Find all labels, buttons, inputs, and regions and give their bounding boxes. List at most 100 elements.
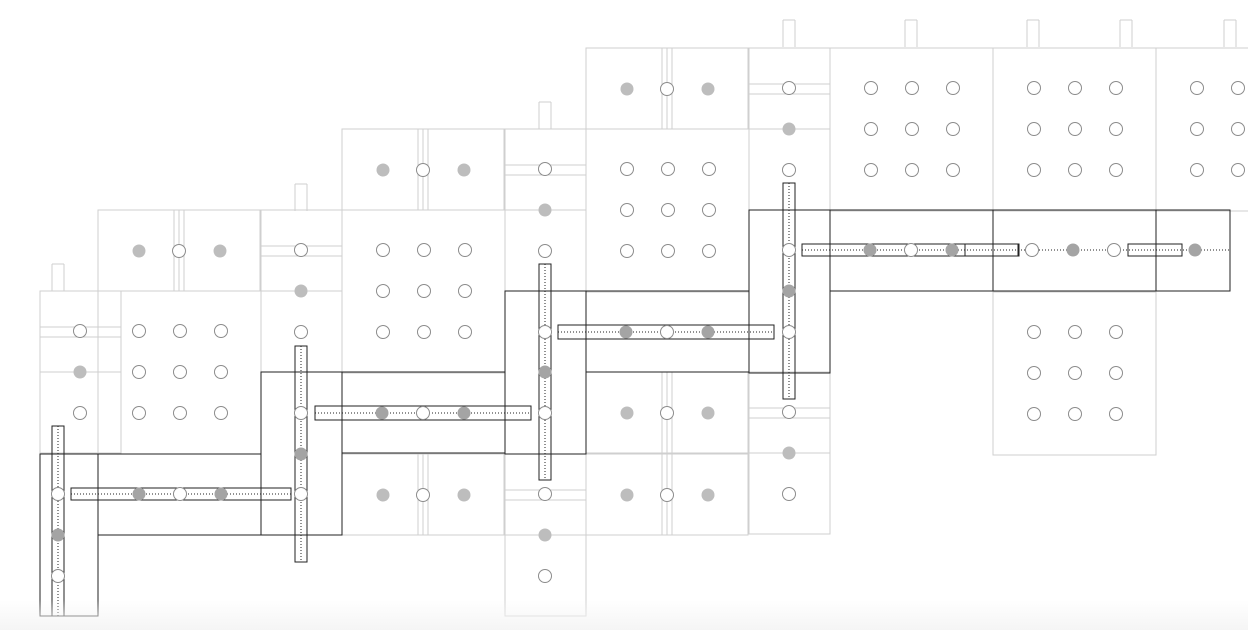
filled-dot — [457, 488, 471, 502]
filled-dot — [620, 82, 634, 96]
ring-dot — [376, 243, 390, 257]
ring-dot — [132, 406, 146, 420]
ring-dot — [946, 122, 960, 136]
filled-dot — [619, 325, 633, 339]
ring-dot — [416, 488, 430, 502]
ring-dot — [782, 405, 796, 419]
ring-dot — [538, 244, 552, 258]
ring-dot — [702, 162, 716, 176]
ring-dot — [1025, 243, 1039, 257]
ring-dot — [660, 488, 674, 502]
filled-dot — [782, 122, 796, 136]
ring-dot — [294, 325, 308, 339]
ring-dot — [173, 406, 187, 420]
filled-dot — [132, 487, 146, 501]
ring-dot — [1231, 122, 1245, 136]
filled-dot — [620, 406, 634, 420]
ring-dot — [660, 82, 674, 96]
filled-dot — [1188, 243, 1202, 257]
ring-dot — [946, 163, 960, 177]
ring-dot — [376, 284, 390, 298]
ring-dot — [1068, 325, 1082, 339]
filled-dot — [782, 284, 796, 298]
connector-dots — [51, 81, 1245, 583]
ring-dot — [51, 569, 65, 583]
filled-dot — [701, 406, 715, 420]
filled-dot — [213, 244, 227, 258]
ring-dot — [620, 244, 634, 258]
ring-dot — [782, 81, 796, 95]
filled-dot — [51, 528, 65, 542]
ring-dot — [1068, 81, 1082, 95]
ring-dot — [1027, 366, 1041, 380]
ring-dot — [538, 487, 552, 501]
ring-dot — [1068, 366, 1082, 380]
ring-dot — [1068, 407, 1082, 421]
filled-dot — [945, 243, 959, 257]
ring-dot — [1231, 81, 1245, 95]
ring-dot — [173, 487, 187, 501]
ring-dot — [661, 244, 675, 258]
ring-dot — [1190, 163, 1204, 177]
ring-dot — [172, 244, 186, 258]
ring-dot — [214, 324, 228, 338]
ring-dot — [294, 406, 308, 420]
ring-dot — [538, 406, 552, 420]
ring-dot — [294, 243, 308, 257]
ring-dot — [73, 406, 87, 420]
ring-dot — [294, 487, 308, 501]
filled-dot — [457, 406, 471, 420]
ring-dot — [620, 203, 634, 217]
ring-dot — [1109, 122, 1123, 136]
filled-dot — [701, 325, 715, 339]
filled-dot — [538, 203, 552, 217]
ring-dot — [417, 243, 431, 257]
ring-dot — [905, 122, 919, 136]
filled-dot — [376, 163, 390, 177]
filled-dot — [782, 446, 796, 460]
ring-dot — [458, 284, 472, 298]
ring-dot — [173, 324, 187, 338]
ring-dot — [660, 325, 674, 339]
active-segment — [1127, 243, 1183, 257]
filled-dot — [863, 243, 877, 257]
ring-dot — [782, 163, 796, 177]
filled-dot — [457, 163, 471, 177]
ring-dot — [702, 203, 716, 217]
ring-dot — [214, 406, 228, 420]
ring-dot — [1107, 243, 1121, 257]
ring-dot — [1027, 163, 1041, 177]
active-segment — [39, 453, 99, 617]
ring-dot — [173, 365, 187, 379]
ring-dot — [417, 284, 431, 298]
ring-dot — [416, 406, 430, 420]
ring-dot — [702, 244, 716, 258]
ring-dot — [1109, 81, 1123, 95]
ring-dot — [660, 406, 674, 420]
filled-dot — [294, 284, 308, 298]
ring-dot — [1027, 325, 1041, 339]
ring-dot — [417, 325, 431, 339]
ring-dot — [1109, 325, 1123, 339]
filled-dot — [1066, 243, 1080, 257]
ring-dot — [376, 325, 390, 339]
ring-dot — [538, 325, 552, 339]
ring-dot — [782, 487, 796, 501]
filled-dot — [376, 488, 390, 502]
ring-dot — [1109, 407, 1123, 421]
filled-dot — [375, 406, 389, 420]
ring-dot — [661, 203, 675, 217]
ring-dot — [1027, 122, 1041, 136]
filled-dot — [538, 528, 552, 542]
square-tile — [992, 291, 1157, 456]
filled-dot — [538, 365, 552, 379]
ring-dot — [620, 162, 634, 176]
ring-dot — [1231, 163, 1245, 177]
ring-dot — [782, 243, 796, 257]
background-tiles — [39, 19, 1248, 617]
filled-dot — [620, 488, 634, 502]
ring-dot — [1190, 122, 1204, 136]
ring-dot — [661, 162, 675, 176]
square-tile — [1155, 47, 1248, 212]
